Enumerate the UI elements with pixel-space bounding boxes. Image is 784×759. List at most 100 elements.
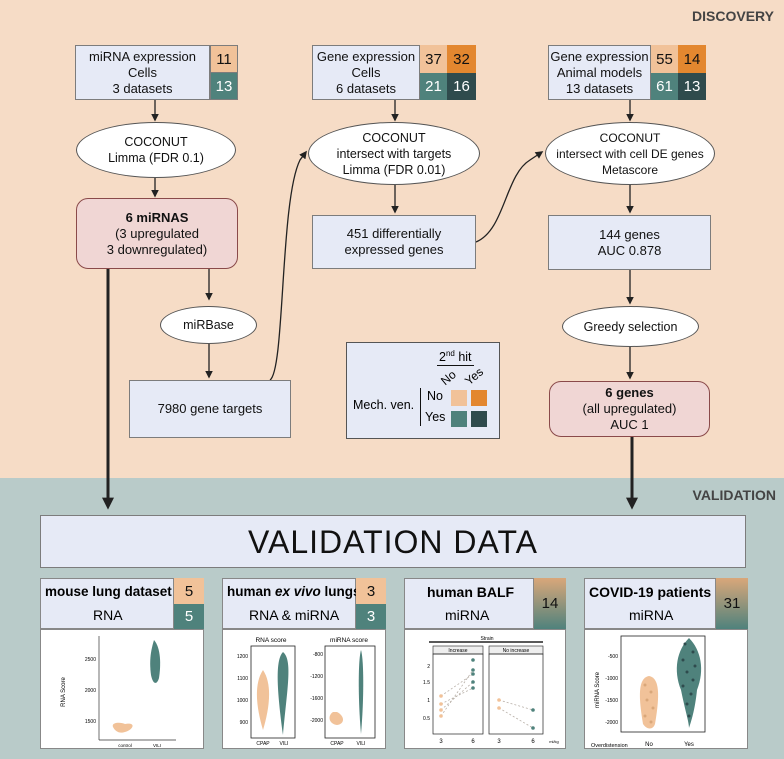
- xtick-label: 6: [471, 739, 475, 745]
- chart-title: miRNA score: [330, 637, 368, 644]
- legend-swatch-no-yes: [471, 390, 487, 406]
- input-line: Gene expression: [550, 48, 649, 64]
- ytick-label: 1200: [237, 654, 248, 660]
- ytick-label: -500: [608, 654, 618, 660]
- mouse-violin-chart: RNA Score 2500 2000 1500 control VILI: [61, 636, 176, 748]
- panel-header-balf: human BALF miRNA: [404, 578, 534, 629]
- panel-subtitle: RNA & miRNA: [249, 607, 340, 623]
- legend-col-no: No: [438, 367, 459, 388]
- xtick-label: VILI: [357, 741, 366, 747]
- panel-title: mouse lung dataset: [45, 584, 172, 599]
- count-cell: 5: [174, 578, 204, 604]
- legend-hit-label: 2nd hit: [437, 349, 474, 367]
- result-line: (3 upregulated: [115, 225, 199, 241]
- legend-row-no: No: [427, 389, 443, 403]
- ytick-label: -2000: [605, 720, 618, 726]
- validation-data-banner: VALIDATION DATA: [40, 515, 746, 568]
- legend-swatch-yes-yes: [471, 411, 487, 427]
- input-line: Cells: [128, 64, 157, 80]
- final-title: 6 genes: [605, 385, 654, 400]
- greedy-selection-node: Greedy selection: [562, 306, 699, 347]
- violin-control: [112, 722, 133, 733]
- panel-header-covid: COVID-19 patients miRNA: [584, 578, 716, 629]
- input-line: Gene expression: [316, 48, 416, 64]
- mirbase-node: miRBase: [160, 306, 257, 344]
- ytick-label: 1.5: [423, 680, 430, 686]
- exvivo-violin-charts: RNA score 1200 1100 1000 900 CPAP VILI m…: [237, 637, 376, 747]
- panel-header-exvivo: human ex vivo lungs RNA & miRNA: [222, 578, 361, 629]
- final-line: AUC 1: [610, 417, 649, 432]
- xtick-label: CPAP: [330, 741, 344, 747]
- panel-header-mouse: mouse lung dataset RNA: [40, 578, 174, 629]
- panel-subtitle: miRNA: [445, 607, 490, 623]
- ytick-label: -1600: [310, 696, 323, 702]
- ylabel-text: RNA Score: [61, 677, 67, 707]
- xtick-label: VILI: [280, 741, 289, 747]
- chart-title: RNA score: [255, 637, 286, 644]
- method-line: Limma (FDR 0.01): [342, 162, 446, 177]
- method-line: intersect with cell DE genes: [556, 146, 704, 161]
- gene-expression-animal-input: Gene expression Animal models 13 dataset…: [548, 45, 651, 100]
- count-cell: 55: [651, 45, 678, 73]
- violin-cpap-mirna: [329, 712, 343, 725]
- count-cell: 11: [210, 45, 238, 73]
- legend-box: 2nd hit No Yes Mech. ven. No Yes: [346, 342, 500, 439]
- result-line: 451 differentially: [346, 226, 442, 241]
- panel-title: COVID-19 patients: [589, 584, 712, 600]
- legend-swatch-no-no: [451, 390, 467, 406]
- result-line: 144 genes: [599, 226, 660, 242]
- violin-vili-rna: [277, 652, 289, 735]
- input-line: miRNA expression: [89, 48, 196, 64]
- facet-label: Increase: [448, 648, 467, 654]
- mirna-result-box: 6 miRNAS (3 upregulated 3 downregulated): [76, 198, 238, 269]
- count-cell: 3: [356, 604, 386, 629]
- covid-violin-chart: miRNA Score -500 -1000 -1500 -2000 Overd…: [591, 635, 706, 749]
- method-line: COCONUT: [124, 135, 188, 149]
- count-cell: 61: [651, 73, 678, 100]
- input-line: Animal models: [556, 64, 643, 80]
- violin-vili: [150, 640, 161, 683]
- ytick-label: 1100: [237, 676, 248, 682]
- xunit-label: ml/kg: [549, 739, 559, 744]
- ytick-label: 1: [427, 698, 430, 704]
- noinc-point: [531, 708, 535, 712]
- count-cell: 37: [420, 45, 447, 73]
- result-line: expressed genes: [344, 242, 444, 257]
- input-line: 6 datasets: [336, 80, 396, 96]
- count-cell: 14: [678, 45, 706, 73]
- ytick-label: 900: [240, 720, 249, 726]
- violin-no: [639, 676, 659, 729]
- count-cell: 5: [174, 604, 204, 629]
- gene-expression-cells-input: Gene expression Cells 6 datasets: [312, 45, 420, 100]
- chart-title: Strain: [480, 636, 493, 642]
- panel-subtitle: miRNA: [629, 607, 674, 623]
- input-line: 3 datasets: [112, 80, 173, 96]
- input-line: 13 datasets: [565, 80, 634, 96]
- no-points: [643, 683, 655, 724]
- input-line: Cells: [351, 64, 381, 80]
- noinc-point: [497, 698, 501, 702]
- result-line: AUC 0.878: [597, 242, 662, 258]
- legend-col-yes: Yes: [462, 364, 486, 388]
- violin-vili-mirna: [358, 650, 364, 734]
- ytick-label: -2000: [310, 718, 323, 724]
- ylabel-text: miRNA Score: [595, 671, 601, 708]
- coconut-intersect-targets-method: COCONUT intersect with targets Limma (FD…: [308, 122, 480, 185]
- mirna-expression-input: miRNA expression Cells 3 datasets: [75, 45, 210, 100]
- yes-points: [681, 642, 697, 718]
- legend-row-label: Mech. ven.: [353, 398, 415, 412]
- method-line: Metascore: [601, 162, 659, 177]
- ytick-label: -1000: [605, 676, 618, 682]
- ytick-label: 1500: [85, 719, 96, 725]
- result-line: 3 downregulated): [106, 241, 208, 257]
- panel-plot-exvivo: RNA score 1200 1100 1000 900 CPAP VILI m…: [222, 629, 386, 749]
- xtick-label: control: [118, 743, 132, 748]
- result-title: 6 miRNAS: [125, 209, 189, 225]
- xtick-label: 3: [439, 739, 443, 745]
- ytick-label: -1200: [310, 674, 323, 680]
- xtick-label: Yes: [684, 742, 694, 748]
- xtick-label: 6: [531, 739, 535, 745]
